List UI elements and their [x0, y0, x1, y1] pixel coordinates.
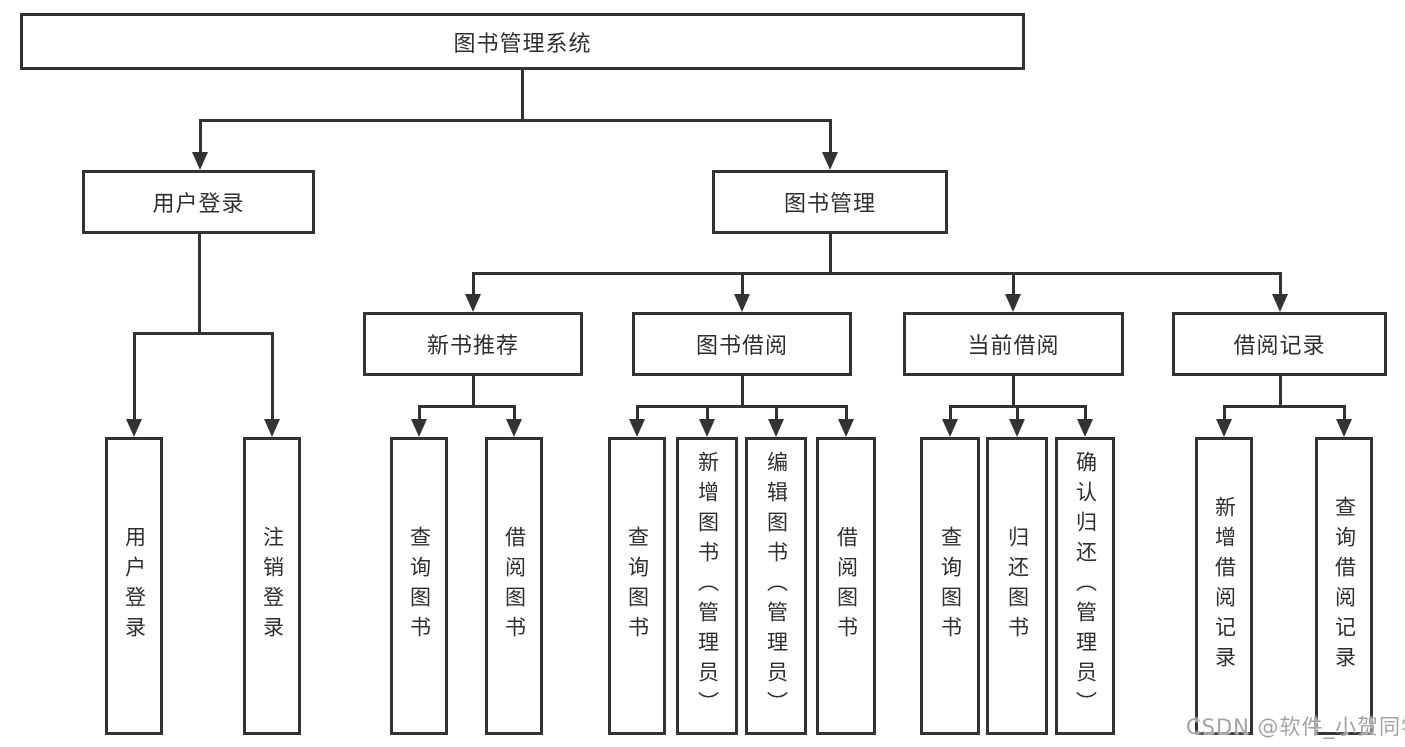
node-current-borrow-label: 当前借阅 [967, 334, 1060, 359]
node-borrow-records-label: 借阅记录 [1233, 334, 1326, 359]
arrow-br-leaf2-icon [1336, 419, 1352, 437]
leaf-logout: 注销登录 [243, 437, 301, 735]
connector-new-book-split [418, 405, 516, 408]
connector-to-book-borrow [741, 272, 744, 306]
node-user-login: 用户登录 [82, 170, 315, 234]
node-book-borrow: 图书借阅 [632, 312, 852, 376]
arrow-to-book-borrow-icon [734, 294, 750, 312]
connector-user-login-stem [198, 234, 201, 335]
leaf-add-borrow-record: 新增借阅记录 [1195, 437, 1253, 735]
leaf-current-query-books: 查询图书 [920, 437, 980, 735]
node-library-system: 图书管理系统 [20, 13, 1025, 70]
arrow-to-book-management-icon [822, 152, 838, 170]
leaf-user-login: 用户登录 [105, 437, 163, 735]
connector-new-book-stem [472, 376, 475, 408]
arrow-bb-leaf3-icon [768, 419, 784, 437]
leaf-borrow-query-books-label: 查询图书 [625, 526, 650, 646]
leaf-borrow-books-label: 借阅图书 [834, 526, 859, 646]
leaf-borrow-query-books: 查询图书 [608, 437, 666, 735]
connector-to-new-book [472, 272, 475, 306]
leaf-current-query-books-label: 查询图书 [938, 526, 963, 646]
arrow-to-logout-leaf-icon [264, 419, 280, 437]
arrow-to-new-book-icon [465, 294, 481, 312]
arrow-bb-leaf4-icon [838, 419, 854, 437]
connector-to-current-borrow [1012, 272, 1015, 306]
leaf-user-login-label: 用户登录 [122, 526, 147, 646]
leaf-query-borrow-record: 查询借阅记录 [1315, 437, 1373, 735]
arrow-to-borrow-records-icon [1272, 294, 1288, 312]
arrow-to-login-leaf-icon [126, 419, 142, 437]
node-book-borrow-label: 图书借阅 [695, 334, 788, 359]
leaf-add-books-admin-label: 新增图书（管理员） [695, 451, 720, 721]
connector-book-borrow-split [636, 405, 847, 408]
arrow-nb-leaf2-icon [506, 419, 522, 437]
node-new-book-recommend-label: 新书推荐 [426, 334, 519, 359]
node-new-book-recommend: 新书推荐 [363, 312, 583, 376]
connector-to-logout-leaf [271, 332, 274, 432]
leaf-edit-books-admin: 编辑图书（管理员） [745, 437, 807, 735]
leaf-return-books: 归还图书 [986, 437, 1048, 735]
connector-root-split [199, 119, 832, 122]
leaf-confirm-return-admin: 确认归还（管理员） [1055, 437, 1115, 735]
connector-book-borrow-stem [741, 376, 744, 408]
connector-borrow-records-split [1223, 405, 1345, 408]
node-user-login-label: 用户登录 [152, 192, 245, 217]
leaf-return-books-label: 归还图书 [1005, 526, 1030, 646]
arrow-cb-leaf3-icon [1077, 419, 1093, 437]
connector-user-login-split [133, 332, 274, 335]
connector-book-management-stem [829, 234, 832, 275]
connector-to-user-login [199, 119, 202, 164]
arrow-to-user-login-icon [192, 152, 208, 170]
leaf-logout-label: 注销登录 [260, 526, 285, 646]
leaf-recommend-borrow-books-label: 借阅图书 [502, 526, 527, 646]
leaf-recommend-query-books-label: 查询图书 [407, 526, 432, 646]
node-book-management-label: 图书管理 [783, 192, 876, 217]
node-borrow-records: 借阅记录 [1172, 312, 1387, 376]
leaf-recommend-query-books: 查询图书 [390, 437, 448, 735]
connector-borrow-records-stem [1279, 376, 1282, 408]
leaf-edit-books-admin-label: 编辑图书（管理员） [764, 451, 789, 721]
leaf-add-books-admin: 新增图书（管理员） [676, 437, 738, 735]
arrow-br-leaf1-icon [1216, 419, 1232, 437]
leaf-query-borrow-record-label: 查询借阅记录 [1332, 496, 1357, 676]
leaf-recommend-borrow-books: 借阅图书 [485, 437, 543, 735]
arrow-bb-leaf2-icon [699, 419, 715, 437]
arrow-cb-leaf2-icon [1009, 419, 1025, 437]
node-library-system-label: 图书管理系统 [453, 31, 592, 57]
arrow-nb-leaf1-icon [411, 419, 427, 437]
leaf-borrow-books: 借阅图书 [816, 437, 876, 735]
arrow-bb-leaf1-icon [629, 419, 645, 437]
node-book-management: 图书管理 [712, 170, 948, 234]
connector-current-borrow-stem [1012, 376, 1015, 408]
connector-root-stem [521, 70, 524, 121]
connector-to-borrow-records [1279, 272, 1282, 306]
arrow-to-current-borrow-icon [1005, 294, 1021, 312]
connector-book-management-split [472, 272, 1282, 275]
watermark: CSDN @软件_小贺同学 [1186, 715, 1405, 739]
leaf-confirm-return-admin-label: 确认归还（管理员） [1073, 451, 1098, 721]
node-current-borrow: 当前借阅 [903, 312, 1124, 376]
connector-to-book-management [829, 119, 832, 164]
arrow-cb-leaf1-icon [942, 419, 958, 437]
connector-to-login-leaf [133, 332, 136, 432]
leaf-add-borrow-record-label: 新增借阅记录 [1212, 496, 1237, 676]
